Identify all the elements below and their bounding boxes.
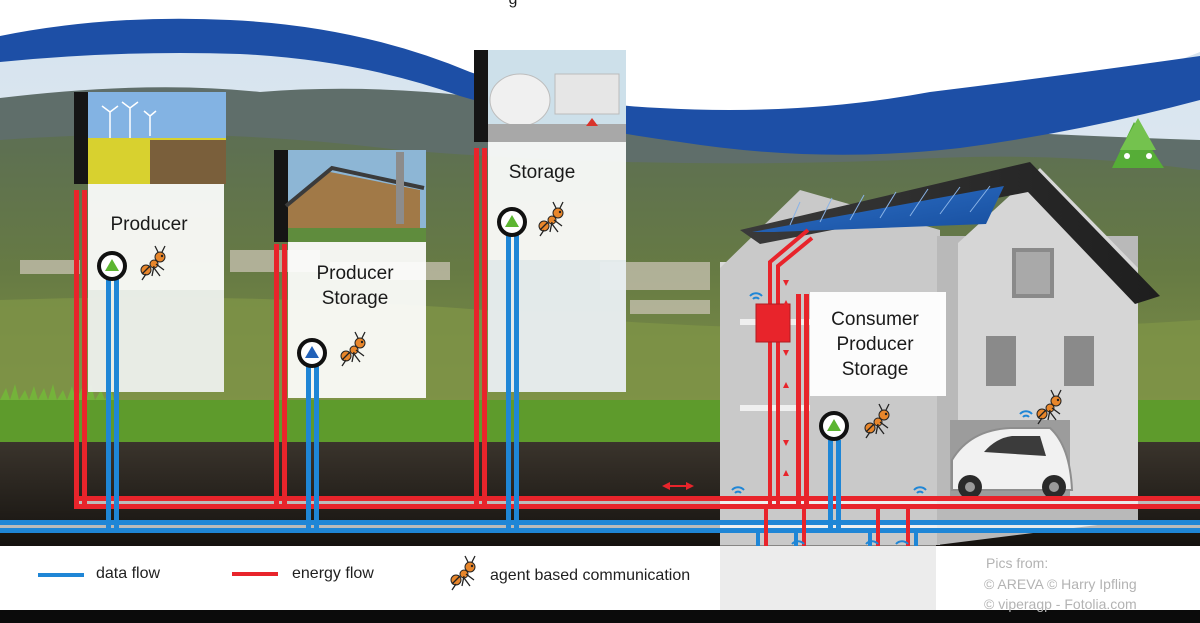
producer-storage-data-line xyxy=(306,366,311,530)
legend-agent-label: agent based communication xyxy=(490,567,691,584)
legend-energy-flow-label: energy flow xyxy=(292,565,374,582)
inverter-box xyxy=(755,303,791,343)
producer-data-line xyxy=(106,276,111,530)
wifi-icons xyxy=(731,292,1033,545)
producer-label: Producer xyxy=(110,214,188,235)
legend-energy-flow-line xyxy=(232,572,278,576)
storage-node-triangle-up-green-icon xyxy=(497,207,527,237)
producer-storage-label-line1: Producer xyxy=(316,263,394,284)
roof xyxy=(740,162,1160,304)
bottom-strip xyxy=(0,610,1200,623)
solar-panel xyxy=(752,186,1004,232)
house-data-line xyxy=(828,440,833,532)
consumer-label-line1: Consumer xyxy=(831,309,919,330)
ant-icon xyxy=(140,245,166,281)
producer-energy-line xyxy=(74,190,79,506)
data-bus xyxy=(0,520,1200,525)
energy-bus-outer xyxy=(74,496,1200,501)
legend-bar xyxy=(0,546,1200,610)
producer-storage-node-triangle-up-blue-icon xyxy=(297,338,327,368)
blue-banner xyxy=(0,18,1200,155)
producer-node-triangle-up-green-icon xyxy=(97,251,127,281)
credits-line3: © viperagp - Fotolia.com xyxy=(984,596,1137,612)
tree-logo xyxy=(1112,118,1164,168)
credits-line2: © AREVA © Harry Ipfling xyxy=(984,576,1137,592)
flow-arrows xyxy=(662,280,789,490)
legend-data-flow-label: data flow xyxy=(96,565,161,582)
header-fragment: g xyxy=(493,0,533,12)
consumer-label-line2: Producer xyxy=(836,334,914,355)
energy-bus xyxy=(74,504,1200,509)
storage-label: Storage xyxy=(508,162,576,183)
consumer-node-triangle-up-green-icon xyxy=(819,411,849,441)
legend-data-flow-line xyxy=(38,573,84,577)
consumer-label-line3: Storage xyxy=(841,359,909,380)
electric-car xyxy=(951,427,1074,499)
producer-storage-energy-line xyxy=(274,244,279,506)
storage-data-line xyxy=(506,232,511,530)
producer-storage-label-line2: Storage xyxy=(321,288,389,309)
house-energy-line xyxy=(768,228,810,506)
storage-energy-line xyxy=(474,148,479,506)
credits-line1: Pics from: xyxy=(986,555,1049,571)
consumer-panel xyxy=(810,292,946,396)
